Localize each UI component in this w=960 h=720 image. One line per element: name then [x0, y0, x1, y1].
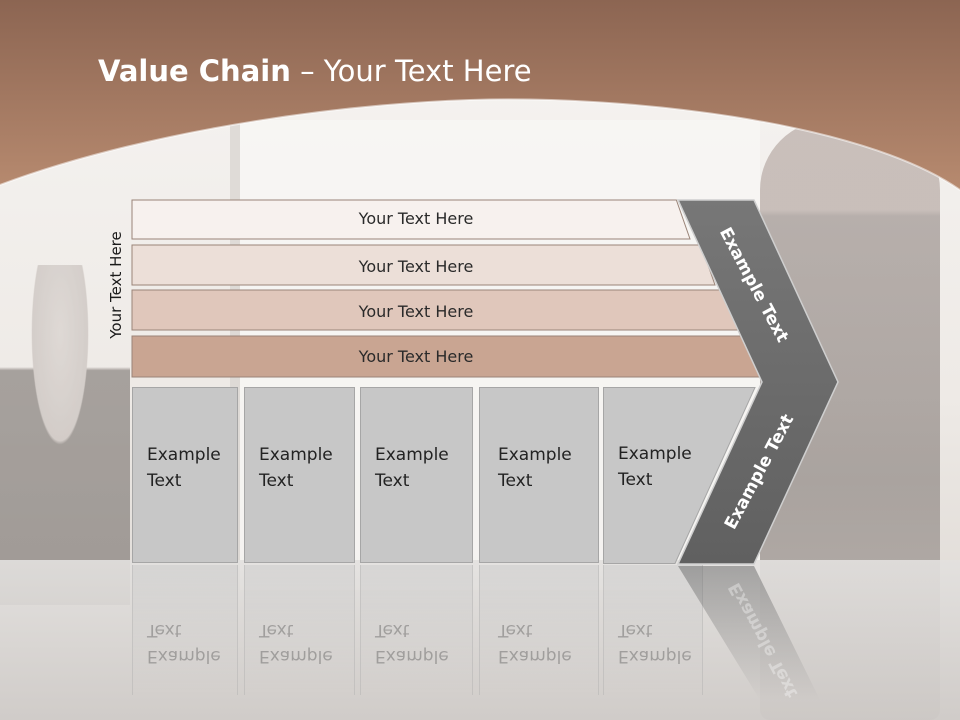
bar-label-1: Your Text Here	[358, 209, 474, 228]
column-3-reflection-line2: Text	[375, 620, 410, 640]
column-5-line2: Text	[618, 470, 653, 490]
column-1-reflection-line2: Text	[147, 620, 182, 640]
bar-1	[131, 199, 691, 240]
bar-label-3: Your Text Here	[358, 302, 474, 321]
column-5-line1: Example	[618, 444, 692, 464]
column-2-reflection-line2: Text	[259, 620, 294, 640]
column-4-reflection: Example Text	[479, 565, 599, 695]
column-1-reflection: Example Text	[132, 565, 238, 695]
column-2-line1: Example	[259, 445, 333, 465]
bar-label-4: Your Text Here	[358, 347, 474, 366]
column-3-reflection: Example Text	[360, 565, 473, 695]
slide-title: Value Chain – Your Text Here	[98, 54, 532, 88]
column-3-reflection-line1: Example	[375, 646, 449, 666]
bar-label-2: Your Text Here	[358, 257, 474, 276]
column-2-line2: Text	[259, 471, 294, 491]
column-1-line2: Text	[147, 471, 182, 491]
background-person-left	[0, 265, 130, 605]
column-3-reflection-text: Example Text	[375, 617, 449, 669]
column-1-line1: Example	[147, 445, 221, 465]
column-5-reflection-line2: Text	[618, 620, 653, 640]
column-5-shape	[603, 387, 756, 564]
column-4-reflection-line2: Text	[498, 620, 533, 640]
column-2-reflection-line1: Example	[259, 646, 333, 666]
column-4-line1: Example	[498, 445, 572, 465]
chevron-arrow	[676, 199, 839, 700]
bar-2	[131, 244, 716, 286]
column-1-reflection-line1: Example	[147, 646, 221, 666]
column-4-line2: Text	[498, 471, 533, 491]
column-2-reflection: Example Text	[244, 565, 355, 695]
column-4-reflection-line1: Example	[498, 646, 572, 666]
column-1-reflection-text: Example Text	[147, 617, 221, 669]
column-3-line1: Example	[375, 445, 449, 465]
column-3-line2: Text	[375, 471, 410, 491]
header-band	[0, 0, 960, 191]
title-rest: – Your Text Here	[290, 54, 532, 88]
title-bold: Value Chain	[98, 54, 291, 88]
column-4-reflection-text: Example Text	[498, 617, 572, 669]
column-2-reflection-text: Example Text	[259, 617, 333, 669]
